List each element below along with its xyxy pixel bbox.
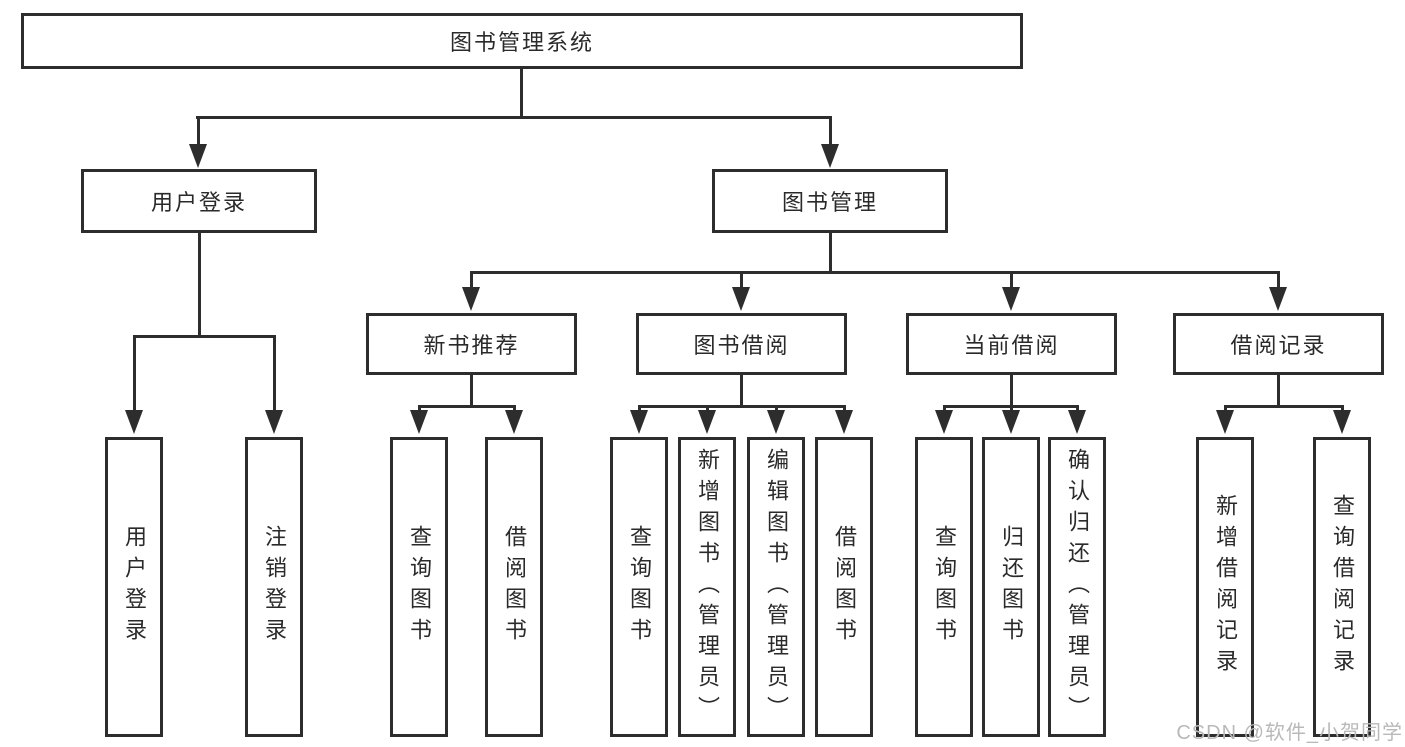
arrow-down-icon xyxy=(1002,287,1020,311)
node-borrow-records-label: 借阅记录 xyxy=(1230,333,1327,358)
node-book-management: 图书管理 xyxy=(712,169,948,233)
leaf-edit-book-admin: 编辑图书（管理员） xyxy=(747,437,805,737)
leaf-current-query-book: 查询图书 xyxy=(915,437,973,737)
arrow-down-icon xyxy=(835,410,853,434)
connector-drop xyxy=(1277,271,1280,289)
leaf-add-book-admin: 新增图书（管理员） xyxy=(678,437,736,737)
arrow-down-icon xyxy=(462,287,480,311)
arrow-down-icon xyxy=(698,410,716,434)
arrow-down-icon xyxy=(630,410,648,434)
arrow-down-icon xyxy=(1068,410,1086,434)
leaf-borrow-book-label: 借阅图书 xyxy=(832,525,857,649)
node-new-book-recommend-label: 新书推荐 xyxy=(423,333,520,358)
arrow-down-icon xyxy=(505,410,523,434)
leaf-confirm-return-admin-label: 确认归还（管理员） xyxy=(1065,447,1090,727)
leaf-query-borrow-record: 查询借阅记录 xyxy=(1313,437,1371,737)
connector-stem xyxy=(829,232,832,273)
leaf-current-query-book-label: 查询图书 xyxy=(932,525,957,649)
arrow-down-icon xyxy=(1216,410,1234,434)
leaf-add-borrow-record-label: 新增借阅记录 xyxy=(1213,494,1238,680)
arrow-down-icon xyxy=(1002,410,1020,434)
leaf-recommend-query-book-label: 查询图书 xyxy=(407,525,432,649)
connector-drop xyxy=(470,271,473,289)
arrow-down-icon xyxy=(265,410,283,434)
node-user-login-label: 用户登录 xyxy=(150,190,247,215)
node-current-borrow-label: 当前借阅 xyxy=(963,333,1060,358)
connector-drop xyxy=(829,116,832,148)
connector-stem xyxy=(520,69,523,118)
node-root-label: 图书管理系统 xyxy=(449,30,594,55)
arrow-down-icon xyxy=(125,410,143,434)
arrow-down-icon xyxy=(1333,410,1351,434)
leaf-borrow-query-book: 查询图书 xyxy=(610,437,668,737)
connector-stem xyxy=(198,232,201,337)
connector-drop xyxy=(197,116,200,148)
connector-stem xyxy=(1010,375,1013,407)
connector-stem xyxy=(1277,375,1280,407)
node-root: 图书管理系统 xyxy=(21,13,1023,69)
connector-drop xyxy=(273,335,276,413)
connector-bar xyxy=(470,271,1280,274)
connector-drop xyxy=(1010,271,1013,289)
leaf-user-login: 用户登录 xyxy=(105,437,163,737)
leaf-return-book: 归还图书 xyxy=(982,437,1040,737)
leaf-user-login-label: 用户登录 xyxy=(122,525,147,649)
leaf-add-borrow-record: 新增借阅记录 xyxy=(1196,437,1254,737)
leaf-logout: 注销登录 xyxy=(245,437,303,737)
connector-stem xyxy=(470,375,473,407)
node-current-borrow: 当前借阅 xyxy=(906,313,1117,375)
leaf-borrow-book: 借阅图书 xyxy=(815,437,873,737)
node-book-borrow-label: 图书借阅 xyxy=(693,333,790,358)
arrow-down-icon xyxy=(821,144,839,168)
node-borrow-records: 借阅记录 xyxy=(1173,313,1384,375)
leaf-recommend-borrow-book: 借阅图书 xyxy=(485,437,543,737)
csdn-watermark: CSDN @软件_小贺同学 xyxy=(1176,722,1403,744)
connector-bar xyxy=(418,405,516,408)
node-user-login: 用户登录 xyxy=(81,169,317,233)
leaf-return-book-label: 归还图书 xyxy=(999,525,1024,649)
leaf-query-borrow-record-label: 查询借阅记录 xyxy=(1330,494,1355,680)
leaf-borrow-query-book-label: 查询图书 xyxy=(627,525,652,649)
arrow-down-icon xyxy=(935,410,953,434)
leaf-logout-label: 注销登录 xyxy=(262,525,287,649)
connector-stem xyxy=(740,375,743,407)
connector-bar xyxy=(638,405,846,408)
node-book-borrow: 图书借阅 xyxy=(636,313,847,375)
leaf-recommend-borrow-book-label: 借阅图书 xyxy=(502,525,527,649)
node-new-book-recommend: 新书推荐 xyxy=(366,313,577,375)
connector-bar xyxy=(1224,405,1344,408)
leaf-add-book-admin-label: 新增图书（管理员） xyxy=(695,447,720,727)
connector-drop xyxy=(740,271,743,289)
leaf-edit-book-admin-label: 编辑图书（管理员） xyxy=(764,447,789,727)
leaf-recommend-query-book: 查询图书 xyxy=(390,437,448,737)
arrow-down-icon xyxy=(410,410,428,434)
arrow-down-icon xyxy=(767,410,785,434)
arrow-down-icon xyxy=(189,144,207,168)
connector-bar xyxy=(196,116,832,119)
node-book-management-label: 图书管理 xyxy=(781,190,878,215)
connector-drop xyxy=(133,335,136,413)
connector-bar xyxy=(133,335,275,338)
leaf-confirm-return-admin: 确认归还（管理员） xyxy=(1048,437,1106,737)
arrow-down-icon xyxy=(732,287,750,311)
arrow-down-icon xyxy=(1269,287,1287,311)
